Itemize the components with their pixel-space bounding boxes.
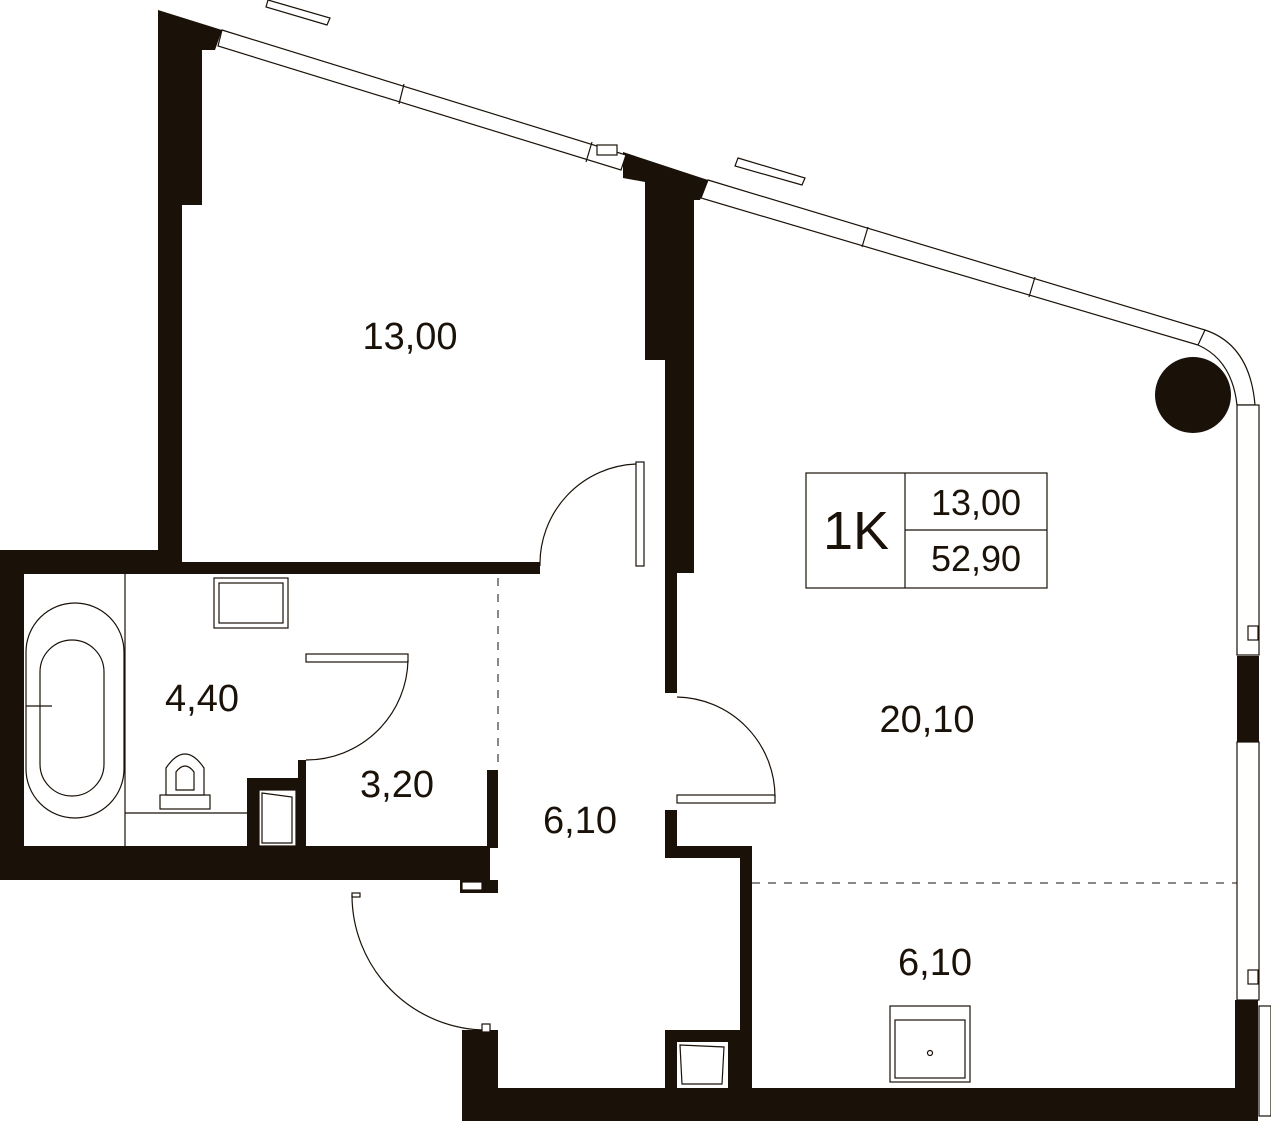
window-bedroom bbox=[217, 29, 627, 171]
kitchen-sink bbox=[889, 1005, 971, 1083]
unit-type-label: 1K bbox=[823, 501, 889, 561]
window-right-lower bbox=[1236, 741, 1260, 1001]
room-area-living: 20,10 bbox=[879, 699, 974, 741]
wall-partition-post bbox=[665, 573, 677, 693]
kitchen-fixtures bbox=[679, 1005, 971, 1085]
bathroom-fixtures bbox=[25, 574, 297, 847]
sill-1 bbox=[1247, 625, 1259, 641]
toilet bbox=[159, 794, 211, 810]
wall-toilet-right bbox=[487, 770, 498, 848]
column bbox=[1155, 357, 1231, 433]
room-area-hallway: 6,10 bbox=[543, 800, 617, 842]
doors bbox=[305, 461, 776, 1033]
room-area-bathroom: 4,40 bbox=[165, 678, 239, 720]
wall-partition-upper bbox=[623, 152, 708, 573]
room-area-bedroom: 13,00 bbox=[362, 316, 457, 358]
unit-badge: 1K 13,00 52,90 bbox=[805, 472, 1048, 589]
door-wc-leaf bbox=[305, 653, 409, 663]
sill-marker-mid bbox=[734, 157, 806, 186]
facade-windows bbox=[217, 0, 1271, 1117]
window-living bbox=[700, 179, 1206, 346]
room-area-kitchen: 6,10 bbox=[898, 942, 972, 984]
bathtub-inner bbox=[39, 639, 105, 797]
door-bedroom-leaf bbox=[635, 461, 645, 567]
wall-shaft bbox=[665, 1030, 740, 1088]
room-area-toilet: 3,20 bbox=[360, 764, 434, 806]
exterior-walls bbox=[0, 10, 1259, 1121]
door-entrance-swing bbox=[351, 894, 488, 1031]
total-area-value: 52,90 bbox=[931, 538, 1021, 579]
wall-right-mid bbox=[1237, 656, 1259, 742]
wall-niche bbox=[247, 760, 306, 846]
window-right bbox=[1236, 404, 1260, 656]
wall-kitchen-divider bbox=[665, 810, 752, 1088]
sill-marker-top bbox=[265, 0, 331, 26]
door-entrance-leaf bbox=[351, 892, 361, 898]
living-area-value: 13,00 bbox=[931, 482, 1021, 523]
sill-2 bbox=[1247, 969, 1259, 985]
wall-bottom bbox=[462, 1000, 1258, 1121]
toilet-bowl bbox=[165, 753, 205, 796]
door-living-swing bbox=[676, 696, 776, 798]
wall-bathroom-outer bbox=[0, 550, 540, 893]
shaft-bath bbox=[258, 789, 297, 847]
door-bedroom-swing bbox=[539, 463, 637, 567]
shaft-kitchen bbox=[679, 1044, 725, 1085]
door-living-leaf bbox=[676, 794, 776, 804]
sink-bowl bbox=[218, 582, 284, 624]
wall-bedroom-left bbox=[158, 10, 222, 560]
door-wc-swing bbox=[305, 659, 409, 761]
